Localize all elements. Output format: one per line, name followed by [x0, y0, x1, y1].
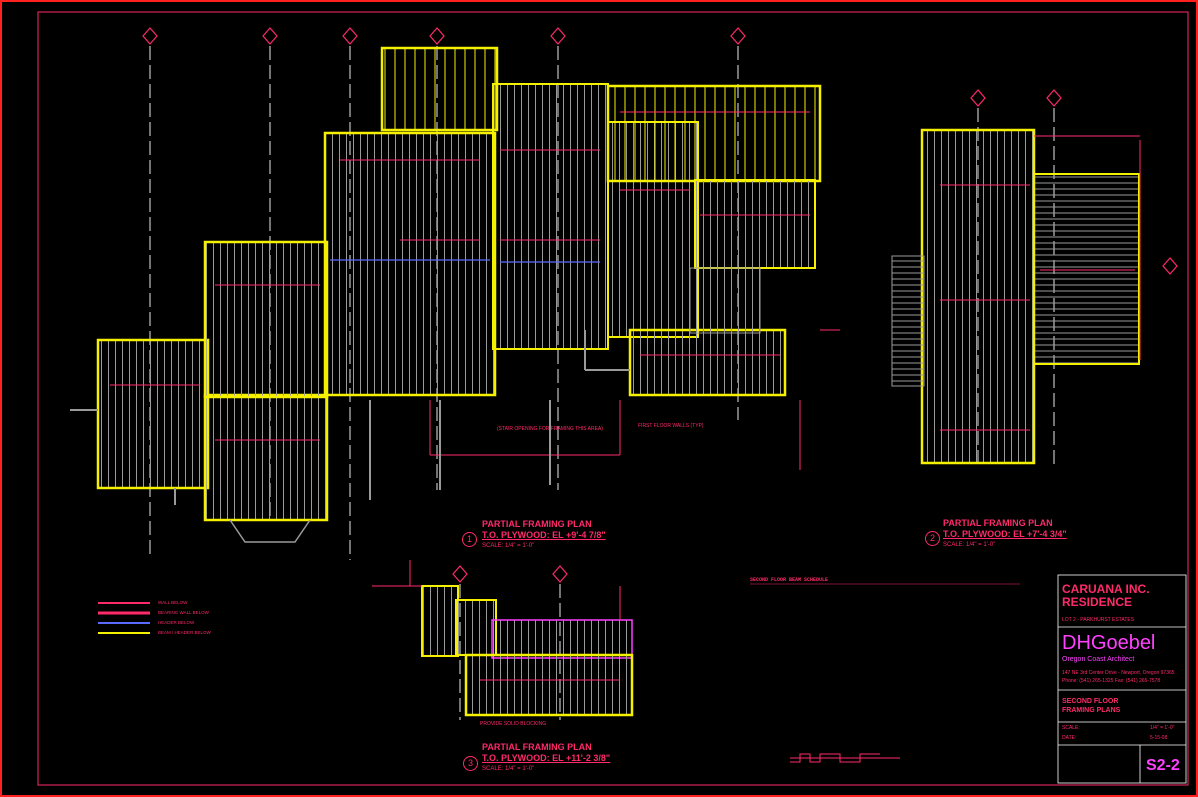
date-label: DATE: — [1062, 735, 1077, 741]
graphic-scale — [790, 753, 900, 763]
scale-value: 1/4" = 1'-0" — [1150, 725, 1175, 731]
date-value: 5-15-08 — [1150, 735, 1168, 741]
legend-wall-below: WALL BELOW — [158, 600, 188, 605]
stair-note: (STAIR OPENING FOR FRAMING THIS AREA) — [497, 426, 603, 432]
legend-lines — [98, 602, 150, 634]
plan-2-framing — [891, 128, 1141, 465]
walls-note: FIRST FLOOR WALLS (TYP) — [638, 423, 704, 429]
firm-phone: Phone: (541) 265-1325 Fax: (541) 265-757… — [1062, 678, 1161, 684]
plan-2-number: 2 — [925, 531, 940, 546]
plan-2-scale: SCALE: 1/4" = 1'-0" — [943, 542, 996, 548]
plan-2-title: PARTIAL FRAMING PLAN — [943, 518, 1053, 528]
plan-3-number: 3 — [463, 756, 478, 771]
plan-3-framing — [372, 560, 634, 717]
grid-markers — [142, 27, 1178, 583]
plan-1-title: PARTIAL FRAMING PLAN — [482, 519, 592, 529]
firm-address: 147 NE 3rd Center Drive - Newport, Orego… — [1062, 670, 1175, 676]
sheet-title: SECOND FLOOR FRAMING PLANS — [1062, 698, 1121, 714]
blocking-note: PROVIDE SOLID BLOCKING — [480, 721, 547, 727]
plan-1-elevation: T.O. PLYWOOD: EL +9'-4 7/8" — [482, 530, 606, 540]
legend-beam: BEAM / HEADER BELOW — [158, 630, 211, 635]
sheet-number: S2-2 — [1146, 757, 1180, 774]
project-name: CARUANA INC. RESIDENCE — [1062, 582, 1150, 609]
plan-3-scale: SCALE: 1/4" = 1'-0" — [482, 766, 535, 772]
title-block-frame — [1057, 574, 1187, 784]
project-subtitle: LOT 2 - PARKHURST ESTATES — [1062, 617, 1135, 623]
inner-border — [37, 11, 1189, 786]
plan-1-number: 1 — [462, 532, 477, 547]
plan-3-title: PARTIAL FRAMING PLAN — [482, 742, 592, 752]
legend-header: HEADER BELOW — [158, 620, 195, 625]
plan-1-scale: SCALE: 1/4" = 1'-0" — [482, 543, 535, 549]
scale-label: SCALE: — [1062, 725, 1080, 731]
firm-tagline: Oregon Coast Architect — [1062, 656, 1135, 663]
plan-3-elevation: T.O. PLYWOOD: EL +11'-2 3/8" — [482, 753, 611, 763]
firm-name: DHGoebel — [1062, 632, 1156, 654]
legend-bearing-wall: BEARING WALL BELOW — [158, 610, 209, 615]
plan-1-framing — [70, 46, 840, 543]
plan-2-elevation: T.O. PLYWOOD: EL +7'-4 3/4" — [943, 529, 1067, 539]
schedule-title: SECOND FLOOR BEAM SCHEDULE — [750, 577, 829, 583]
